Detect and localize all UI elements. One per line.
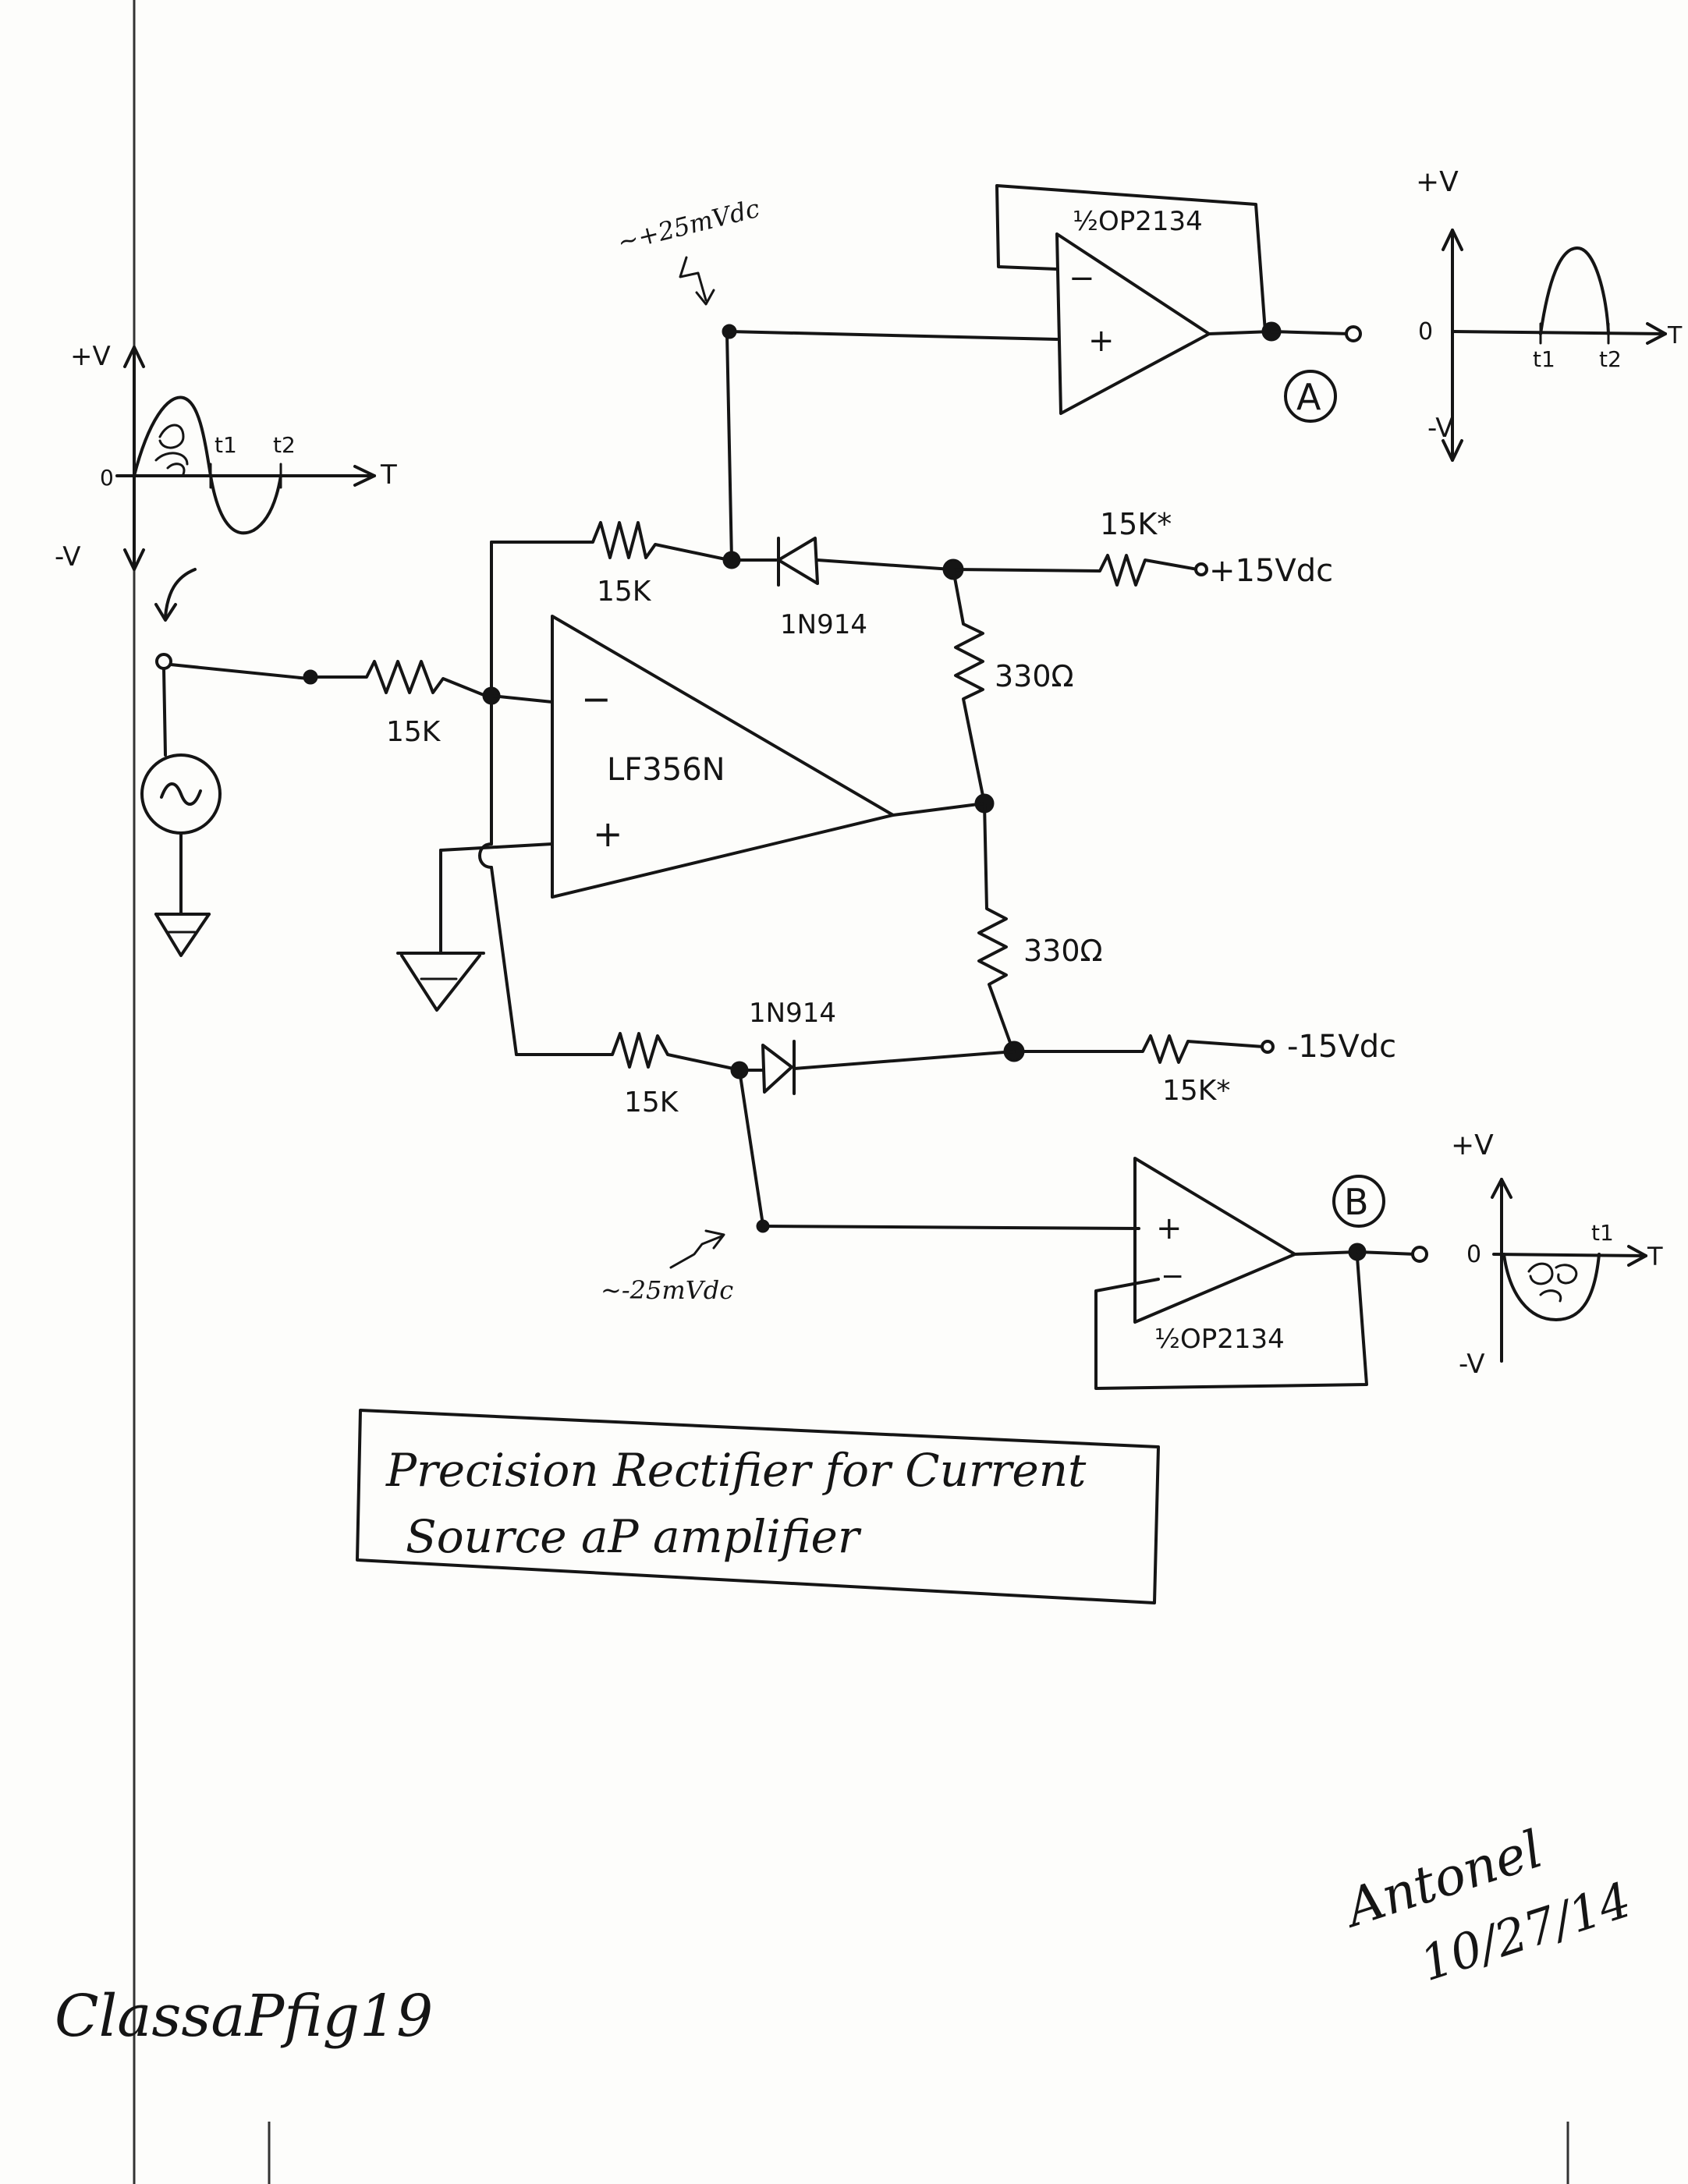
buffer-a-opamp: − + ½OP2134	[995, 184, 1273, 415]
supply-pos-label: +15Vdc	[1209, 553, 1333, 589]
out-b-zero: 0	[1466, 1241, 1481, 1268]
feedback-resistor-top: 15K	[490, 521, 731, 608]
out-b-t-axis: T	[1647, 1242, 1663, 1271]
buffer-a-minus: −	[1069, 261, 1095, 296]
input-t2-label: t2	[273, 432, 296, 458]
buffer-b-plus: +	[1156, 1211, 1183, 1246]
bias-bottom-text: ~-25mVdc	[601, 1275, 733, 1305]
feedback-bottom-label: 15K	[624, 1087, 679, 1119]
buffer-a-label: ½OP2134	[1073, 206, 1203, 237]
main-opamp-plus: +	[593, 813, 623, 855]
buffer-b-minus: −	[1161, 1260, 1184, 1292]
ac-source	[140, 653, 222, 957]
bias-resistor-bottom: 15K* -15Vdc	[1012, 1029, 1396, 1107]
out-a-t1: t1	[1533, 346, 1555, 372]
title-line-1: Precision Rectifier for Current	[385, 1444, 1087, 1497]
out-a-t2: t2	[1599, 346, 1622, 372]
output-a-waveform: +V -V 0 t1 t2 T	[1416, 166, 1683, 462]
signature-block: Antonel 10/27/14	[1334, 1819, 1637, 1992]
input-resistor: 15K	[169, 660, 489, 748]
main-opamp-minus: −	[581, 678, 612, 720]
resistor-330-top: 330Ω	[952, 568, 1074, 805]
title-box: Precision Rectifier for Current Source a…	[356, 1409, 1160, 1604]
bias-bottom-annotation: ~-25mVdc	[601, 1229, 733, 1305]
output-b-waveform: +V -V 0 t1 T	[1451, 1129, 1663, 1380]
buffer-b-label: ½OP2134	[1154, 1324, 1285, 1355]
figure-label: ClassaPfig19	[55, 1983, 433, 2050]
input-minus-v-label: -V	[55, 541, 81, 573]
main-opamp-label: LF356N	[607, 752, 725, 788]
out-b-t1: t1	[1591, 1220, 1614, 1246]
buffer-a-plus: +	[1088, 323, 1115, 359]
output-b-label: B	[1344, 1181, 1369, 1223]
feedback-top-label: 15K	[597, 576, 652, 608]
main-opamp: − + LF356N	[551, 615, 895, 899]
diode-top: 1N914	[738, 537, 953, 640]
out-a-plus-v: +V	[1416, 166, 1459, 198]
out-a-t-axis: T	[1667, 322, 1683, 349]
input-t1-label: t1	[215, 432, 237, 458]
r330-top-label: 330Ω	[995, 659, 1074, 693]
out-b-plus-v: +V	[1451, 1129, 1494, 1161]
supply-neg-label: -15Vdc	[1287, 1029, 1396, 1065]
ground-symbol-main	[396, 952, 485, 1012]
input-resistor-label: 15K	[386, 716, 442, 748]
out-b-minus-v: -V	[1459, 1349, 1485, 1380]
diode-bottom: 1N914	[746, 998, 1016, 1095]
output-a-marker: A	[1284, 370, 1337, 423]
bias-top-text: ~+25mVdc	[615, 193, 763, 257]
title-line-2: Source aP amplifier	[406, 1510, 862, 1563]
output-b-marker: B	[1332, 1175, 1385, 1228]
feedback-resistor-bottom: 15K	[515, 1032, 735, 1119]
diode-top-label: 1N914	[780, 609, 867, 640]
bias-top-annotation: ~+25mVdc	[615, 193, 763, 306]
out-a-zero: 0	[1418, 318, 1433, 346]
r330-bottom-label: 330Ω	[1023, 934, 1103, 968]
out-a-minus-v: -V	[1427, 413, 1454, 444]
input-plus-v-label: +V	[70, 341, 111, 372]
bias-top-label: 15K*	[1100, 507, 1172, 541]
input-zero-label: 0	[100, 465, 114, 491]
bias-bottom-label: 15K*	[1162, 1075, 1230, 1107]
diode-bottom-label: 1N914	[749, 998, 836, 1029]
resistor-330-bottom: 330Ω	[977, 802, 1103, 1051]
output-a-label: A	[1296, 376, 1321, 418]
input-t-axis-label: T	[380, 459, 397, 491]
bias-resistor-top: 15K* +15Vdc	[952, 507, 1333, 589]
buffer-b-opamp: + − ½OP2134	[1094, 1157, 1368, 1390]
input-waveform: +V -V 0 t1 t2 T	[55, 341, 397, 622]
